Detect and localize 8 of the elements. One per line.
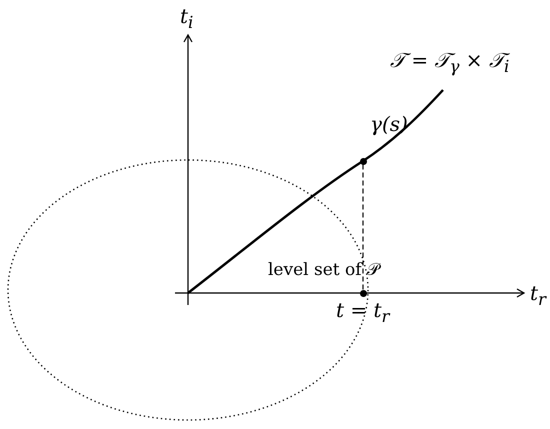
point-label: t = t$_{r}$: [336, 300, 390, 326]
axis-label: t$_{r}$: [530, 283, 546, 309]
curve-label: 𝒯 = 𝒯$_{γ}$ × 𝒯$_{i}$: [390, 50, 510, 76]
point-marker: [360, 158, 366, 164]
connector-line: [362, 164, 364, 290]
axis-label: t$_{i}$: [180, 6, 194, 32]
level-set-label: level set of 𝒫: [268, 262, 379, 279]
point-marker: [360, 290, 366, 296]
